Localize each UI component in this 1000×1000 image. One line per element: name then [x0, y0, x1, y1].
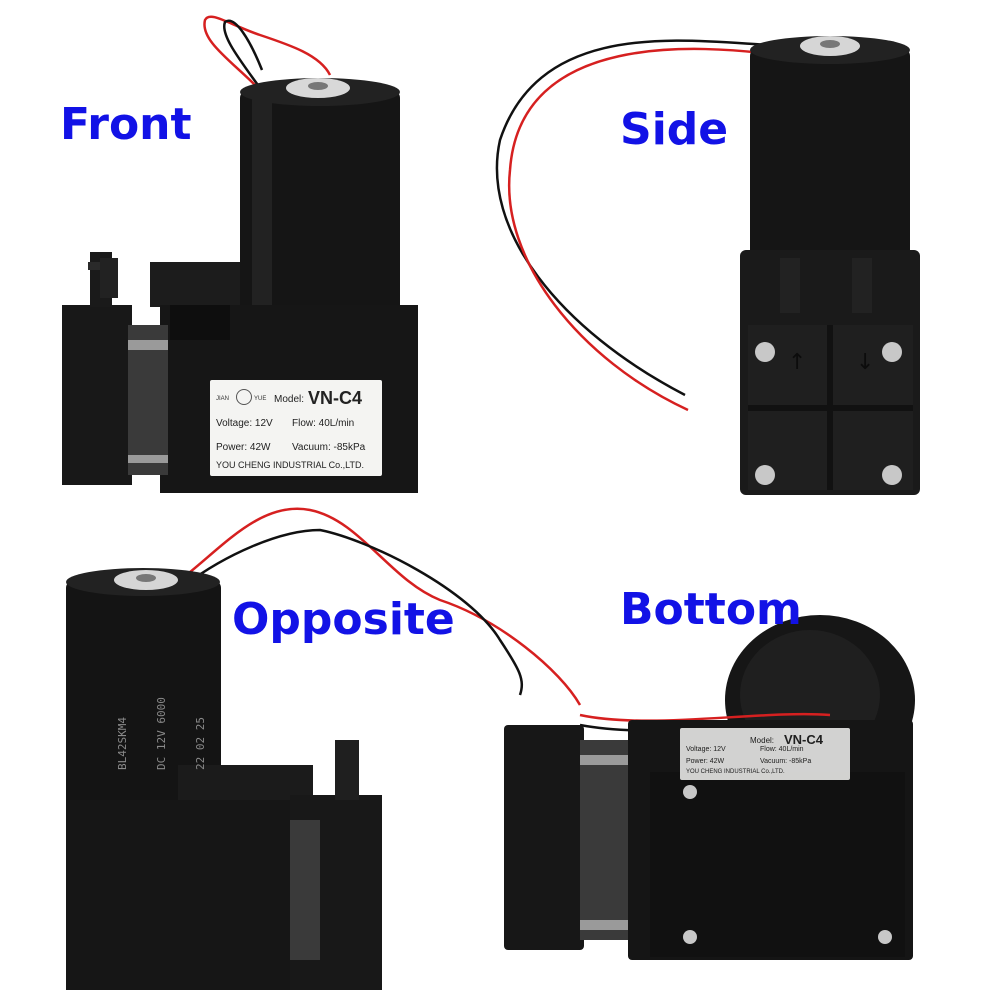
motor-print-line-1: BL42SKM4 [116, 717, 129, 770]
bottom-maker-text: YOU CHENG INDUSTRIAL Co.,LTD. [686, 769, 785, 775]
bottom-pump-illustration [504, 615, 915, 960]
motor-print-line-3: 22 02 25 [194, 717, 207, 770]
flow-spec: Flow: 40L/min [292, 418, 355, 429]
bottom-view: Model: VN-C4 Voltage: 12V Flow: 40L/min … [500, 500, 1000, 1000]
motor-print-line-2: DC 12V 6000 [155, 697, 168, 770]
opposite-view: BL42SKM4 DC 12V 6000 22 02 25 Opposite [0, 500, 582, 1000]
bottom-flow-spec: Flow: 40L/min [760, 746, 804, 753]
power-spec: Power: 42W [216, 442, 271, 453]
brand-left-text: JIAN [216, 396, 230, 402]
model-name: VN-C4 [308, 388, 363, 408]
brand-right-text: YUE [254, 396, 267, 402]
motor-print: BL42SKM4 DC 12V 6000 22 02 25 [90, 697, 233, 770]
front-view: JIAN YUE Model: VN-C4 Voltage: 12V Flow:… [0, 0, 500, 500]
bottom-caption: Bottom [620, 584, 802, 635]
flow-arrow-left: ↑ [788, 350, 807, 375]
model-prefix: Model: [274, 394, 305, 405]
side-view: ↑ ↓ Side [495, 0, 1000, 500]
bottom-power-spec: Power: 42W [686, 758, 725, 765]
flow-arrow-right: ↓ [856, 350, 875, 375]
voltage-spec: Voltage: 12V [216, 418, 273, 429]
maker-text: YOU CHENG INDUSTRIAL Co.,LTD. [216, 460, 365, 470]
bottom-model-prefix: Model: [750, 736, 775, 745]
bottom-model-name: VN-C4 [784, 732, 824, 747]
opposite-pump-illustration [66, 507, 582, 990]
side-pump-illustration [495, 36, 920, 495]
front-caption: Front [60, 99, 192, 150]
bottom-vacuum-spec: Vacuum: -85kPa [760, 758, 812, 765]
opposite-caption: Opposite [232, 594, 455, 645]
logo-icon [236, 389, 252, 405]
side-caption: Side [620, 104, 729, 155]
vacuum-spec: Vacuum: -85kPa [292, 442, 366, 453]
bottom-spec-label: Model: VN-C4 Voltage: 12V Flow: 40L/min … [680, 728, 850, 780]
bottom-voltage-spec: Voltage: 12V [686, 746, 726, 753]
spec-label: JIAN YUE Model: VN-C4 Voltage: 12V Flow:… [210, 380, 382, 476]
